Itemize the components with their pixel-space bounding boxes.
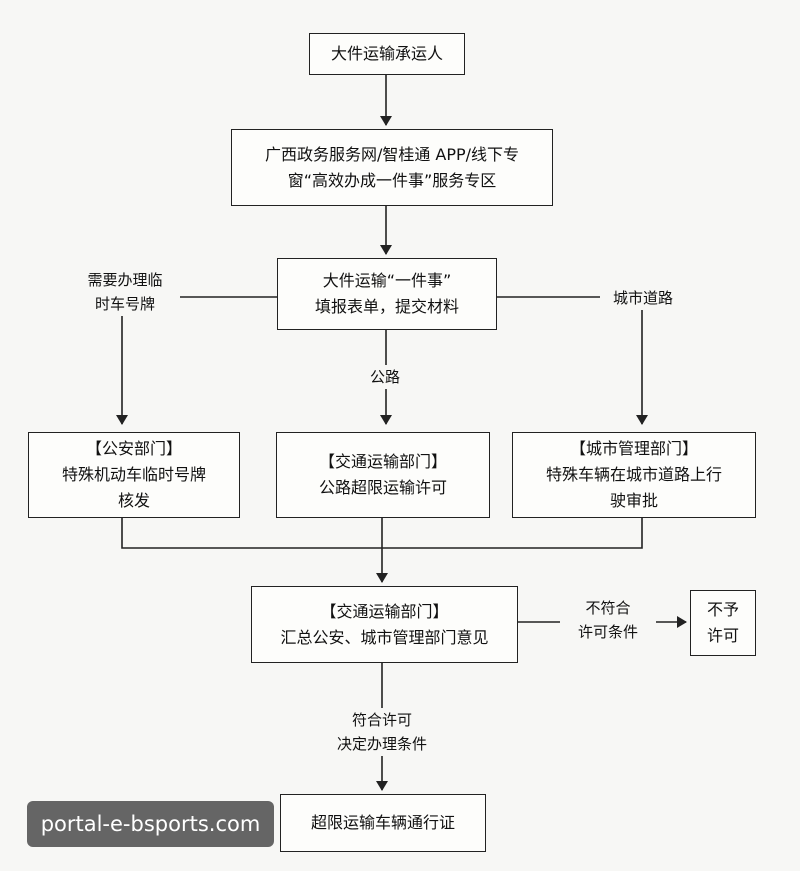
label-qualified-line1: 符合许可 — [351, 711, 412, 729]
label-need-temp-plate-line1: 需要办理临 — [87, 271, 163, 289]
portal-text-line2: 窗“高效办成一件事”服务专区 — [287, 170, 497, 190]
label-not-qualified-line2: 许可条件 — [577, 623, 638, 641]
connector-form-to-police — [116, 296, 277, 425]
carrier-node: 大件运输承运人 — [309, 33, 465, 75]
transport-text-line1: 公路超限运输许可 — [318, 478, 447, 497]
form-node: 大件运输“一件事” 填报表单，提交材料 — [277, 258, 497, 330]
urban-node: 【城市管理部门】 特殊车辆在城市道路上行 驶审批 — [512, 432, 756, 518]
label-need-temp-plate-line2: 时车号牌 — [94, 295, 155, 313]
police-title: 【公安部门】 — [85, 439, 182, 458]
carrier-text: 大件运输承运人 — [330, 44, 443, 63]
form-text-line1: 大件运输“一件事” — [322, 271, 452, 290]
police-text-line1: 特殊机动车临时号牌 — [61, 465, 206, 484]
label-need-temp-plate: 需要办理临 时车号牌 — [70, 268, 180, 316]
summary-node: 【交通运输部门】 汇总公安、城市管理部门意见 — [251, 586, 518, 663]
transport-title: 【交通运输部门】 — [318, 452, 447, 471]
urban-title: 【城市管理部门】 — [569, 439, 698, 458]
summary-text-line1: 汇总公安、城市管理部门意见 — [280, 627, 489, 647]
police-text-line2: 核发 — [117, 491, 150, 510]
transport-node: 【交通运输部门】 公路超限运输许可 — [276, 432, 490, 518]
permit-node: 超限运输车辆通行证 — [280, 794, 486, 852]
urban-text-line2: 驶审批 — [609, 491, 658, 510]
form-text-line2: 填报表单，提交材料 — [314, 297, 459, 316]
watermark: portal-e-bsports.com — [27, 801, 274, 847]
reject-text-line1: 不予 — [706, 600, 739, 619]
label-not-qualified: 不符合 许可条件 — [560, 596, 656, 644]
portal-text-line1: 广西政务服务网/智桂通 APP/线下专 — [264, 144, 520, 164]
label-highway: 公路 — [362, 365, 408, 389]
summary-title: 【交通运输部门】 — [320, 601, 449, 621]
urban-text-line1: 特殊车辆在城市道路上行 — [545, 465, 722, 484]
label-urban-road: 城市道路 — [600, 286, 686, 310]
reject-node: 不予 许可 — [690, 590, 756, 656]
portal-node: 广西政务服务网/智桂通 APP/线下专 窗“高效办成一件事”服务专区 — [231, 129, 553, 206]
connector-form-to-urban — [497, 296, 648, 425]
label-qualified: 符合许可 决定办理条件 — [318, 708, 446, 756]
permit-text: 超限运输车辆通行证 — [310, 813, 455, 832]
police-node: 【公安部门】 特殊机动车临时号牌 核发 — [28, 432, 240, 518]
label-not-qualified-line1: 不符合 — [585, 599, 631, 617]
label-qualified-line2: 决定办理条件 — [336, 735, 427, 753]
reject-text-line2: 许可 — [706, 626, 739, 645]
